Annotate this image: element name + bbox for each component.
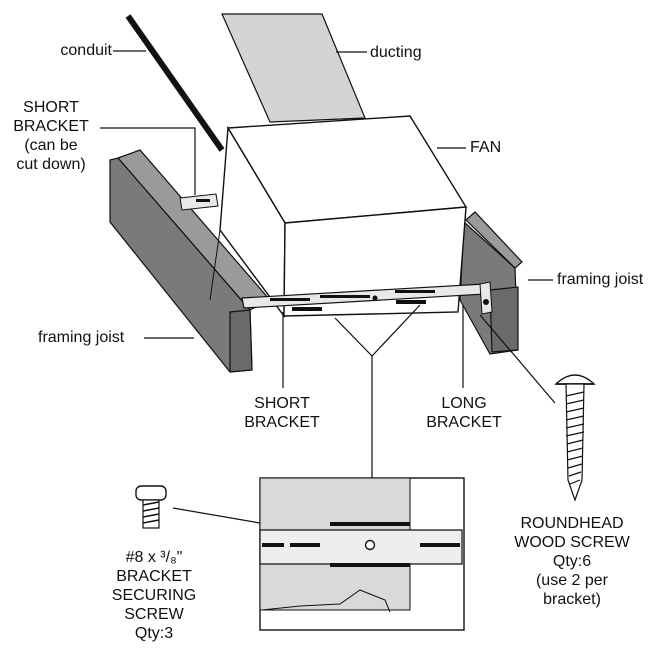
- framing-joist-right: [459, 211, 523, 355]
- label-framing-joist-right: framing joist: [557, 271, 644, 288]
- label-framing-joist-left: framing joist: [38, 329, 125, 346]
- label-fan: FAN: [470, 139, 502, 156]
- label-short-bracket-top: SHORT BRACKET (can be cut down): [13, 99, 89, 173]
- framing-joist-left: [109, 149, 271, 373]
- ducting: [221, 13, 366, 123]
- label-ducting: ducting: [370, 44, 422, 61]
- label-conduit: conduit: [60, 42, 112, 59]
- bracket-securing-screw-icon: [135, 485, 167, 529]
- label-short-bracket-bottom: SHORT BRACKET: [244, 395, 320, 431]
- short-bracket-upper: [179, 193, 219, 211]
- conduit: [125, 14, 225, 152]
- bracket-detail-inset: [259, 477, 465, 631]
- label-long-bracket: LONG BRACKET: [426, 395, 502, 431]
- label-bracket-securing-screw: #8 x ³/₈" BRACKET SECURING SCREW Qty:3: [111, 549, 197, 642]
- long-bracket: [241, 281, 493, 315]
- roundhead-wood-screw-icon: [554, 374, 596, 502]
- label-roundhead-wood-screw: ROUNDHEAD WOOD SCREW Qty:6 (use 2 per br…: [514, 515, 630, 608]
